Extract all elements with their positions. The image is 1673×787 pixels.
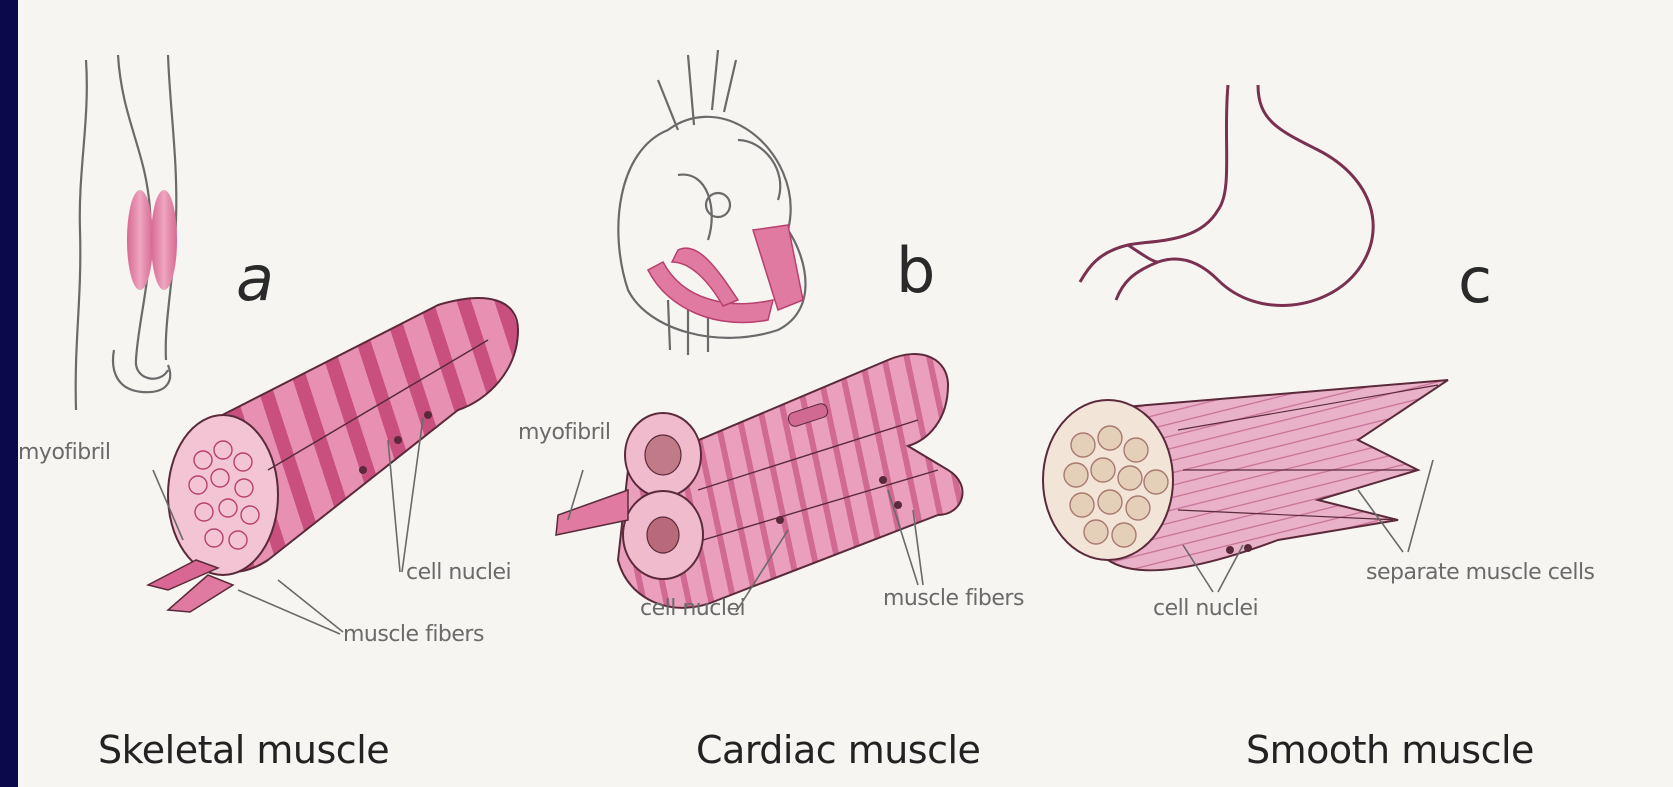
panel-a-letter: a	[236, 248, 274, 310]
muscle-types-diagram: a b c myofibril cell nuclei muscle fiber…	[18, 0, 1673, 787]
cardiac-muscle-bundle	[556, 354, 962, 608]
skeletal-caption: Skeletal muscle	[98, 728, 389, 772]
cardiac-fibers-label: muscle fibers	[883, 586, 1024, 611]
smooth-caption: Smooth muscle	[1246, 728, 1534, 772]
skeletal-nuclei-label: cell nuclei	[406, 560, 511, 585]
stomach-illustration	[1080, 85, 1373, 305]
skeletal-myofibril-label: myofibril	[18, 440, 111, 465]
cardiac-nuclei-label: cell nuclei	[640, 596, 745, 621]
panel-c-letter: c	[1458, 250, 1492, 312]
heart-muscle-highlight	[648, 225, 803, 323]
smooth-nuclei-label: cell nuclei	[1153, 596, 1258, 621]
diagram-illustrations	[18, 0, 1673, 787]
cardiac-caption: Cardiac muscle	[696, 728, 980, 772]
cardiac-myofibril-label: myofibril	[518, 420, 611, 445]
smooth-muscle-bundle	[1043, 380, 1448, 570]
smooth-cells-label: separate muscle cells	[1366, 560, 1595, 585]
panel-b-letter: b	[896, 240, 935, 302]
calf-muscle-highlight	[127, 190, 177, 290]
skeletal-fibers-label: muscle fibers	[343, 622, 484, 647]
